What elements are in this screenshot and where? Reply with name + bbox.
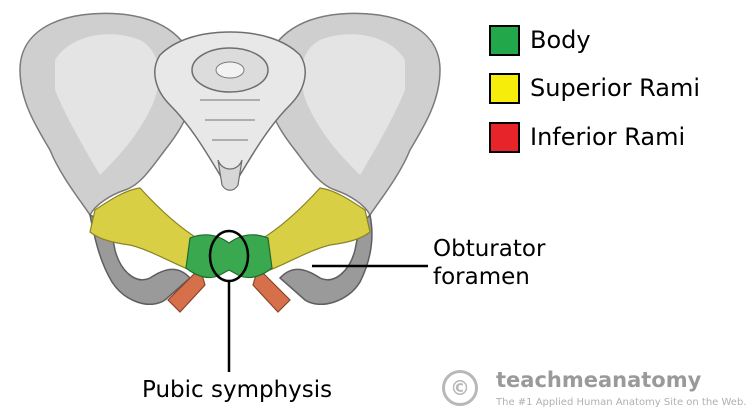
legend-label: Inferior Rami [530,123,686,151]
vertebral-canal [215,61,245,79]
pubic-body [185,234,273,279]
legend-item-body: Body [489,23,591,57]
right-ilium-shade [301,34,405,175]
obturator-label-line2: foramen [433,264,530,290]
pubic-symphysis-label: Pubic symphysis [142,377,333,403]
obturator-foramen-label: Obturator foramen [433,235,545,291]
right-inferior-ramus [252,266,291,313]
left-ilium-shade [55,34,159,175]
logo-tagline: The #1 Applied Human Anatomy Site on the… [496,397,746,408]
legend-swatch [489,121,520,153]
sacral-lines [200,99,260,141]
legend-item-superior-rami: Superior Rami [489,71,700,105]
logo-name: teachmeanatomy [496,368,702,392]
teachmeanatomy-logo: © teachmeanatomy The #1 Applied Human An… [442,368,746,414]
copyright-icon: © [442,370,478,406]
legend-item-inferior-rami: Inferior Rami [489,120,685,154]
coccyx [217,159,243,191]
left-inferior-ramus [167,266,206,313]
legend-label: Superior Rami [530,74,701,102]
obturator-label-line1: Obturator [433,236,546,262]
legend-label: Body [530,26,591,54]
legend-swatch [489,24,520,56]
left-ischium [88,213,192,305]
legend-swatch [489,72,520,104]
